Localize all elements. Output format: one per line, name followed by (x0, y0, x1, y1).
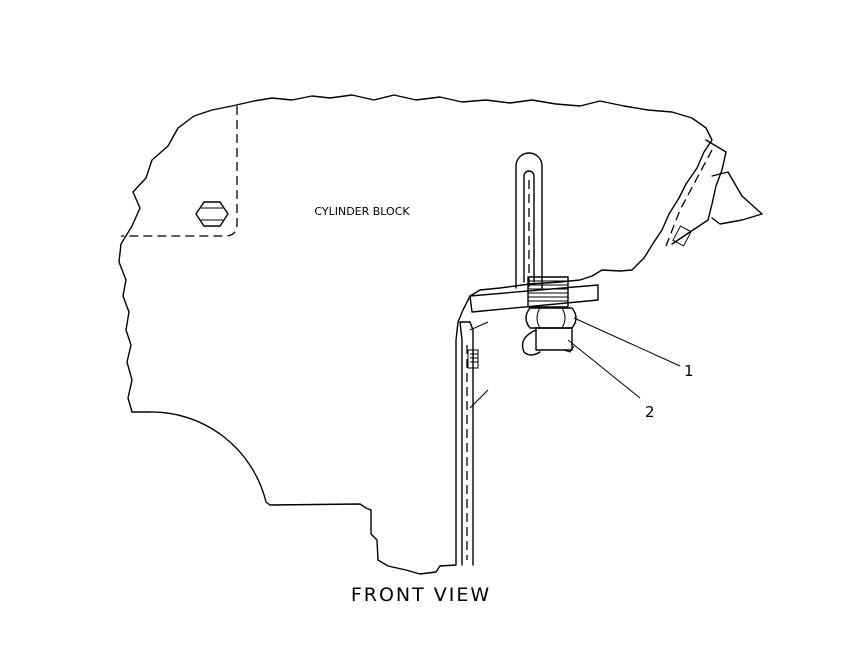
hex-nut-faces (536, 307, 566, 329)
rear-bracket-outline (671, 139, 763, 245)
callout-1-leader (573, 317, 681, 367)
callout-2-leader (567, 339, 641, 399)
plate-fastener (467, 349, 479, 369)
hex-nut-icon (525, 307, 577, 329)
hex-bolt-icon (195, 201, 229, 227)
connector-body (535, 327, 573, 351)
plate-diagonal-edge (469, 321, 489, 409)
callout-2-label: 2 (645, 403, 655, 421)
heater-rod-inner-loop (523, 170, 535, 283)
plate-fastener-detail (470, 353, 478, 363)
heater-rod-outline (515, 152, 543, 289)
rear-bracket-hidden-line (665, 149, 713, 247)
mounting-plate-outline (459, 321, 474, 566)
connector-terminal (563, 345, 575, 353)
bolt-face-detail (200, 207, 224, 221)
cylinder-block-outline (118, 94, 713, 575)
view-title: FRONT VIEW (351, 584, 491, 606)
rear-bracket-fastener (672, 225, 692, 247)
connector-cap (521, 329, 541, 356)
thread-lines (528, 280, 568, 302)
heater-thread-section (527, 276, 569, 308)
callout-1-label: 1 (684, 362, 694, 380)
cylinder-block-label: CYLINDER BLOCK (314, 205, 410, 218)
bracket-hidden-line (121, 106, 238, 237)
